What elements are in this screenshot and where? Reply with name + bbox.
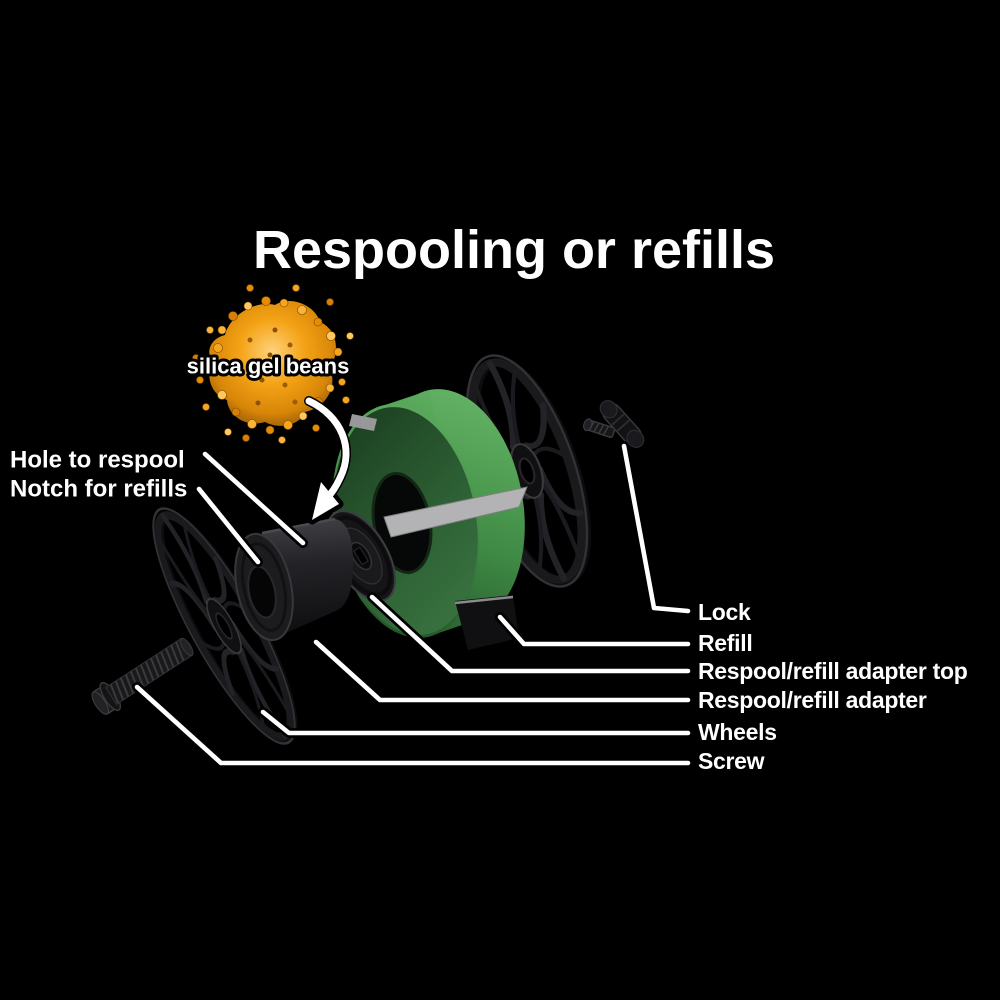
leader-screw (132, 682, 693, 768)
silica-specks (237, 327, 303, 406)
label-refill: Refill (698, 630, 752, 656)
leader-refill (495, 612, 693, 649)
part-adapter (234, 517, 354, 642)
leader-notch-for-refills (194, 484, 263, 567)
refill-band (383, 486, 528, 538)
label-wheels: Wheels (698, 719, 777, 745)
label-hole-to-respool: Hole to respool (10, 447, 185, 474)
label-adapter-top: Respool/refill adapter top (698, 658, 968, 684)
part-screw (91, 637, 194, 715)
refill-top-sliver (349, 414, 377, 431)
leader-adapter (311, 637, 693, 705)
label-lock: Lock (698, 599, 751, 625)
page-title: Respooling or refills (253, 220, 775, 280)
part-refill (332, 389, 528, 650)
silica-label: silica gel beans (187, 354, 350, 379)
silica-arrow (304, 396, 352, 525)
part-lock (583, 400, 645, 448)
leader-wheels (258, 707, 693, 738)
leader-hole-to-respool (200, 449, 308, 548)
label-adapter: Respool/refill adapter (698, 687, 927, 713)
leader-lock (619, 441, 693, 616)
leader-lines (132, 441, 693, 768)
refill-bottom-clip (455, 595, 519, 650)
leader-adapter-top (367, 592, 693, 676)
label-screw: Screw (698, 748, 765, 774)
silica-pile (192, 284, 354, 444)
label-notch-for-refills: Notch for refills (10, 476, 187, 503)
silica-beads (192, 284, 354, 444)
